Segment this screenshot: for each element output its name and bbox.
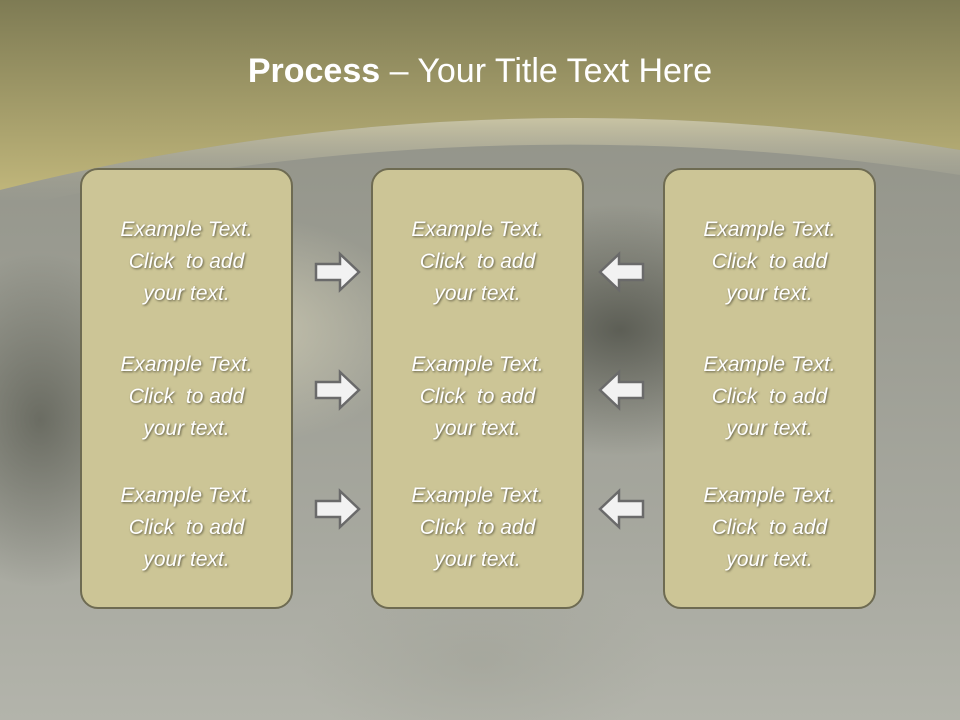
text-line: Click to add [711, 250, 828, 273]
text-line: Click to add [128, 250, 245, 273]
left-arrow-icon[interactable] [597, 488, 645, 530]
title-rest: – Your Title Text Here [380, 52, 713, 90]
text-line: your text. [726, 282, 813, 305]
text-line: your text. [434, 282, 521, 305]
right-arrow-icon[interactable] [314, 488, 362, 530]
text-line: Example Text. [703, 484, 836, 507]
text-placeholder[interactable]: Example Text. Click to add your text. [665, 480, 874, 576]
text-placeholder[interactable]: Example Text. Click to add your text. [373, 214, 582, 310]
text-line: Example Text. [120, 484, 253, 507]
text-line: your text. [143, 282, 230, 305]
text-placeholder[interactable]: Example Text. Click to add your text. [82, 349, 291, 445]
process-box-right[interactable]: Example Text. Click to add your text. Ex… [663, 168, 876, 609]
right-arrow-icon[interactable] [314, 251, 362, 293]
text-placeholder[interactable]: Example Text. Click to add your text. [373, 480, 582, 576]
left-arrow-icon[interactable] [597, 369, 645, 411]
text-line: Example Text. [120, 353, 253, 376]
text-line: your text. [434, 548, 521, 571]
left-arrow-icon[interactable] [597, 251, 645, 293]
text-line: Click to add [419, 250, 536, 273]
header-band [0, 0, 960, 200]
text-line: your text. [726, 548, 813, 571]
text-placeholder[interactable]: Example Text. Click to add your text. [82, 480, 291, 576]
text-line: Click to add [711, 385, 828, 408]
text-placeholder[interactable]: Example Text. Click to add your text. [665, 349, 874, 445]
text-line: Example Text. [411, 484, 544, 507]
text-line: Example Text. [703, 218, 836, 241]
header-arc-highlight [0, 118, 960, 200]
slide-title[interactable]: Process – Your Title Text Here [0, 52, 960, 91]
text-line: Click to add [128, 385, 245, 408]
text-line: Click to add [419, 385, 536, 408]
text-line: Example Text. [411, 218, 544, 241]
text-line: Click to add [711, 516, 828, 539]
text-line: your text. [143, 417, 230, 440]
text-line: Example Text. [120, 218, 253, 241]
process-box-middle[interactable]: Example Text. Click to add your text. Ex… [371, 168, 584, 609]
text-placeholder[interactable]: Example Text. Click to add your text. [373, 349, 582, 445]
title-bold: Process [247, 52, 381, 90]
text-placeholder[interactable]: Example Text. Click to add your text. [665, 214, 874, 310]
text-line: Example Text. [703, 353, 836, 376]
right-arrow-icon[interactable] [314, 369, 362, 411]
text-line: Example Text. [411, 353, 544, 376]
process-box-left[interactable]: Example Text. Click to add your text. Ex… [80, 168, 293, 609]
text-line: Click to add [128, 516, 245, 539]
text-line: your text. [726, 417, 813, 440]
text-placeholder[interactable]: Example Text. Click to add your text. [82, 214, 291, 310]
text-line: your text. [143, 548, 230, 571]
text-line: Click to add [419, 516, 536, 539]
text-line: your text. [434, 417, 521, 440]
